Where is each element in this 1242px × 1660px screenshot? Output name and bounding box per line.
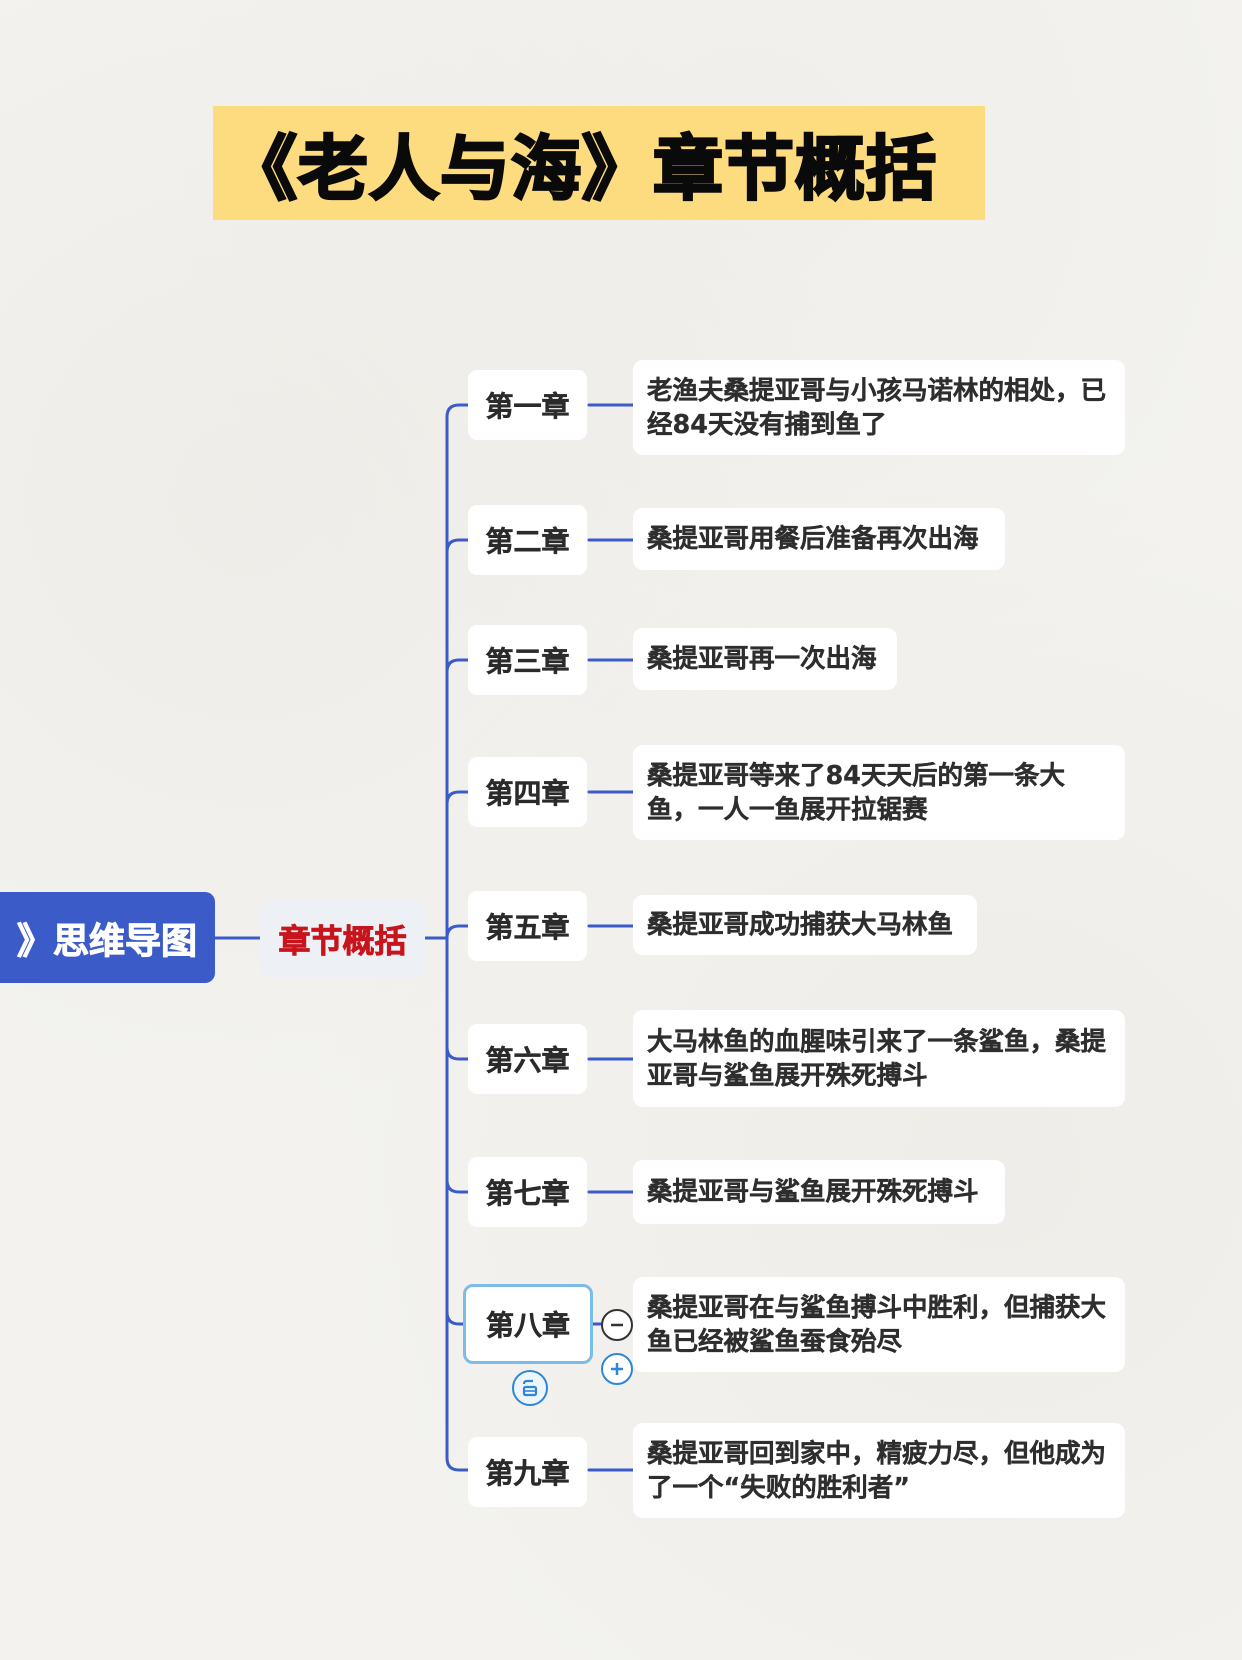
chapter-node-8-selected[interactable]: 第八章: [463, 1284, 593, 1364]
summary-text: 桑提亚哥在与鲨鱼搏斗中胜利，但捕获大鱼已经被鲨鱼蚕食殆尽: [647, 1292, 1107, 1357]
chapter-node-5[interactable]: 第五章: [468, 891, 587, 961]
chapter-label: 第八章: [485, 1309, 570, 1342]
chapter-node-7[interactable]: 第七章: [468, 1157, 587, 1227]
summary-text: 桑提亚哥与鲨鱼展开殊死搏斗: [647, 1177, 979, 1207]
chapter-node-9[interactable]: 第九章: [468, 1437, 587, 1507]
add-note-icon[interactable]: [512, 1370, 548, 1406]
chapter-node-6[interactable]: 第六章: [468, 1024, 587, 1094]
chapter-label: 第一章: [485, 390, 570, 423]
summary-node-4[interactable]: 桑提亚哥等来了84天天后的第一条大鱼，一人一鱼展开拉锯赛: [633, 745, 1125, 840]
chapter-node-1[interactable]: 第一章: [468, 370, 587, 440]
chapter-label: 第三章: [485, 645, 570, 678]
chapter-label: 第五章: [485, 911, 570, 944]
add-child-plus-icon[interactable]: [601, 1353, 633, 1385]
title-banner: 《老人与海》章节概括: [213, 106, 985, 220]
plus-icon: [611, 1363, 623, 1375]
chapter-label: 第四章: [485, 777, 570, 810]
chapter-label: 第六章: [485, 1044, 570, 1077]
chapter-node-2[interactable]: 第二章: [468, 505, 587, 575]
chapter-label: 第九章: [485, 1457, 570, 1490]
hub-node-label: 章节概括: [278, 921, 407, 960]
summary-node-8[interactable]: 桑提亚哥在与鲨鱼搏斗中胜利，但捕获大鱼已经被鲨鱼蚕食殆尽: [633, 1277, 1125, 1372]
summary-node-1[interactable]: 老渔夫桑提亚哥与小孩马诺林的相处，已经84天没有捕到鱼了: [633, 360, 1125, 455]
summary-node-6[interactable]: 大马林鱼的血腥味引来了一条鲨鱼，桑提亚哥与鲨鱼展开殊死搏斗: [633, 1010, 1125, 1107]
summary-node-5[interactable]: 桑提亚哥成功捕获大马林鱼: [633, 895, 977, 955]
root-node[interactable]: 》思维导图: [0, 892, 215, 983]
chapter-label: 第二章: [485, 525, 570, 558]
summary-text: 桑提亚哥再一次出海: [647, 644, 877, 674]
minus-icon: [611, 1323, 623, 1327]
summary-text: 桑提亚哥回到家中，精疲力尽，但他成为了一个“失败的胜利者”: [647, 1438, 1107, 1503]
page-title: 《老人与海》章节概括: [226, 126, 938, 211]
summary-node-7[interactable]: 桑提亚哥与鲨鱼展开殊死搏斗: [633, 1160, 1005, 1224]
collapse-minus-icon[interactable]: [601, 1309, 633, 1341]
chapter-node-4[interactable]: 第四章: [468, 757, 587, 827]
chapter-node-3[interactable]: 第三章: [468, 625, 587, 695]
chapter-label: 第七章: [485, 1177, 570, 1210]
hub-node-chapter-summary[interactable]: 章节概括: [260, 900, 425, 977]
summary-node-3[interactable]: 桑提亚哥再一次出海: [633, 628, 897, 690]
summary-text: 桑提亚哥等来了84天天后的第一条大鱼，一人一鱼展开拉锯赛: [647, 760, 1065, 825]
root-node-label: 》思维导图: [16, 920, 197, 962]
note-icon: [522, 1379, 538, 1397]
summary-text: 桑提亚哥用餐后准备再次出海: [647, 524, 979, 554]
summary-text: 老渔夫桑提亚哥与小孩马诺林的相处，已经84天没有捕到鱼了: [647, 375, 1107, 440]
summary-text: 大马林鱼的血腥味引来了一条鲨鱼，桑提亚哥与鲨鱼展开殊死搏斗: [647, 1026, 1107, 1091]
summary-node-9[interactable]: 桑提亚哥回到家中，精疲力尽，但他成为了一个“失败的胜利者”: [633, 1423, 1125, 1518]
summary-node-2[interactable]: 桑提亚哥用餐后准备再次出海: [633, 508, 1005, 570]
summary-text: 桑提亚哥成功捕获大马林鱼: [647, 910, 954, 940]
